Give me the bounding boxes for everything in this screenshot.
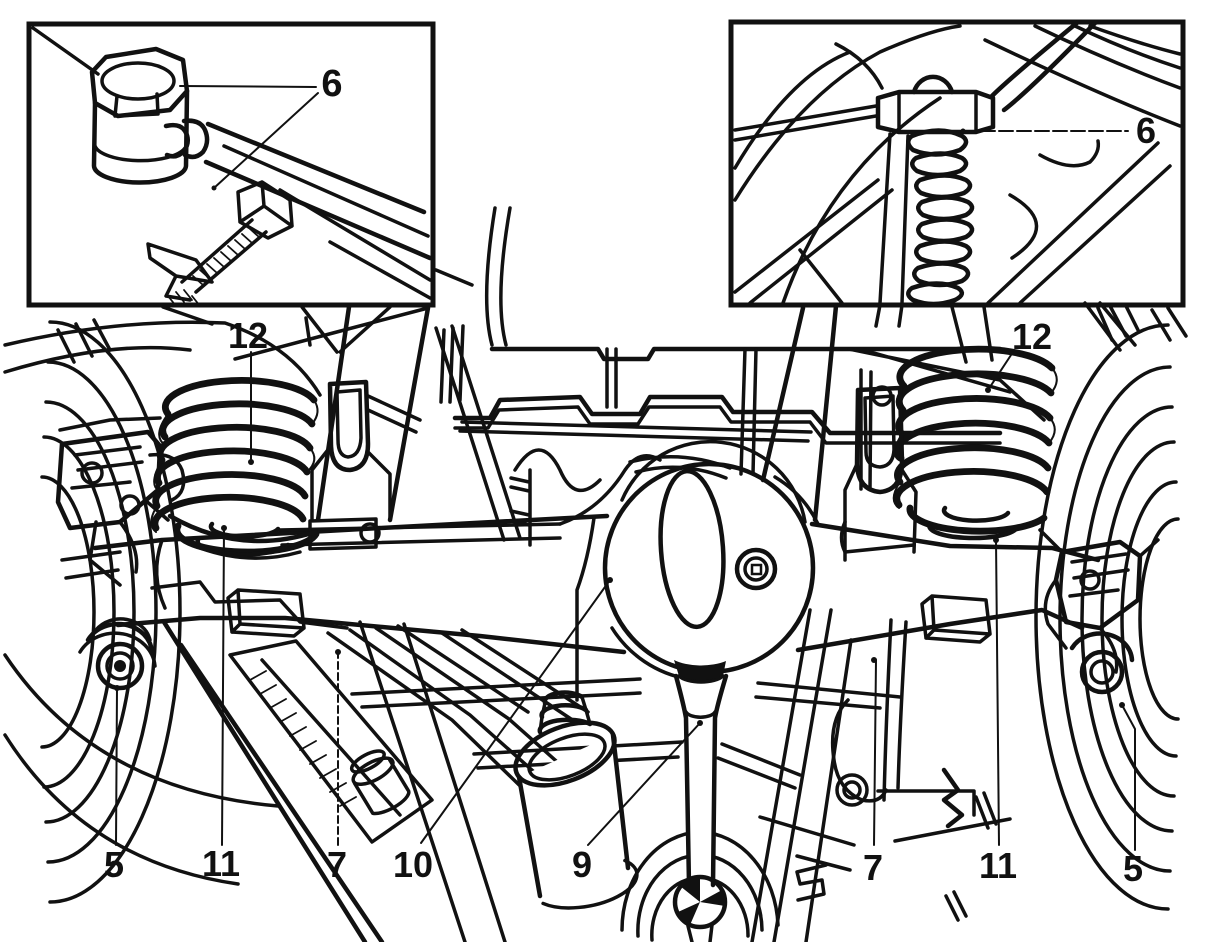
svg-text:7: 7 xyxy=(327,844,347,885)
svg-text:11: 11 xyxy=(202,843,240,884)
svg-text:11: 11 xyxy=(979,845,1017,886)
svg-text:12: 12 xyxy=(228,315,268,356)
svg-text:6: 6 xyxy=(1136,110,1156,151)
svg-text:7: 7 xyxy=(863,847,883,888)
svg-text:5: 5 xyxy=(104,844,124,885)
svg-text:6: 6 xyxy=(321,63,342,105)
svg-text:9: 9 xyxy=(572,844,592,885)
svg-text:12: 12 xyxy=(1012,316,1052,357)
svg-text:5: 5 xyxy=(1123,848,1143,889)
svg-text:10: 10 xyxy=(393,844,433,885)
